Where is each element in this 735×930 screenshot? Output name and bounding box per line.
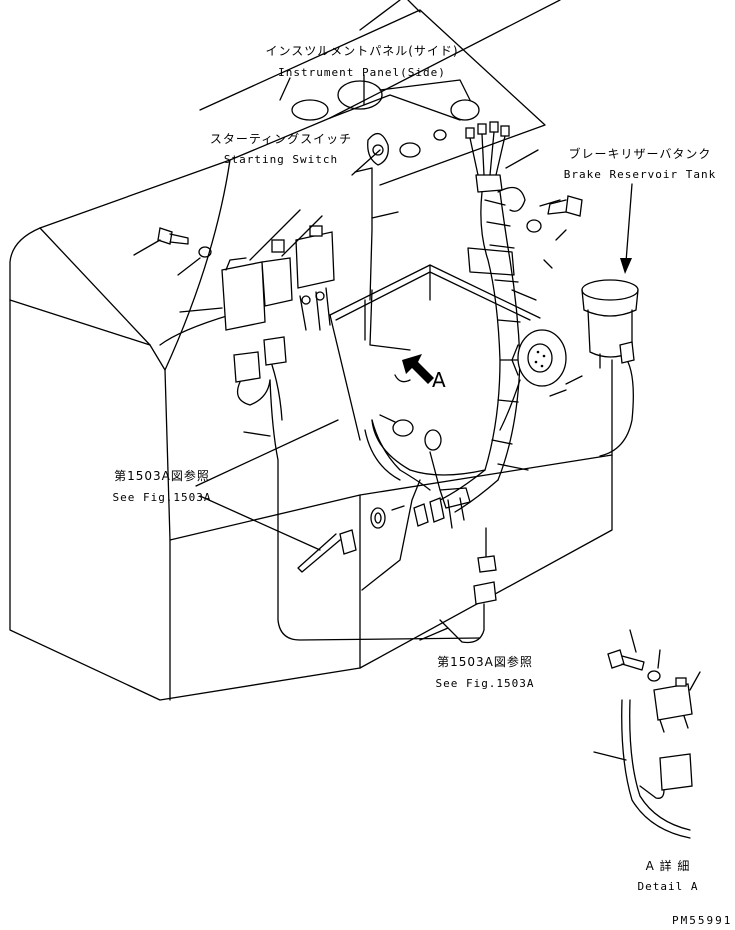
- starting-switch-label-en: Starting Switch: [223, 153, 339, 166]
- brake-tank-label-jp: ブレーキリザーバタンク: [568, 147, 712, 161]
- brake-tank-label-en: Brake Reservoir Tank: [563, 168, 717, 181]
- see-fig-bottom-label-jp: 第1503A図参照: [437, 655, 533, 669]
- instrument-panel-label-en: Instrument Panel(Side): [278, 66, 446, 79]
- detail-a-drawing: [593, 629, 701, 839]
- left-relays: [221, 225, 481, 641]
- panel-connectors: [465, 121, 510, 193]
- detail-a-label-jp: A 詳 細: [645, 859, 691, 873]
- starting-switch-label-jp: スターティングスイッチ: [209, 132, 353, 146]
- right-bolt: [526, 195, 583, 233]
- see-fig-bottom-label-en: See Fig.1503A: [435, 677, 535, 690]
- lower-harness: [297, 414, 497, 644]
- see-fig-left-label-jp: 第1503A図参照: [114, 469, 210, 483]
- brake-reservoir-tank: [581, 279, 639, 457]
- instrument-panel-label-jp: インスツルメントパネル(サイド): [265, 44, 459, 58]
- instrument-panel: [199, 0, 546, 186]
- leader-lines: [133, 74, 583, 641]
- brake-tank-arrow: [620, 183, 633, 274]
- center-bracket: [329, 264, 541, 441]
- view-arrow-label: A: [432, 368, 447, 392]
- main-harness: [371, 186, 526, 513]
- horn: [499, 329, 567, 431]
- starting-switch: [354, 133, 389, 301]
- detail-a-label-en: Detail A: [637, 880, 699, 893]
- body-outline: [9, 0, 613, 701]
- view-arrow: [394, 354, 434, 384]
- see-fig-left-label-en: See Fig.1503A: [112, 491, 212, 504]
- drawing-number: PM55991: [672, 914, 733, 927]
- left-bolt: [157, 227, 212, 258]
